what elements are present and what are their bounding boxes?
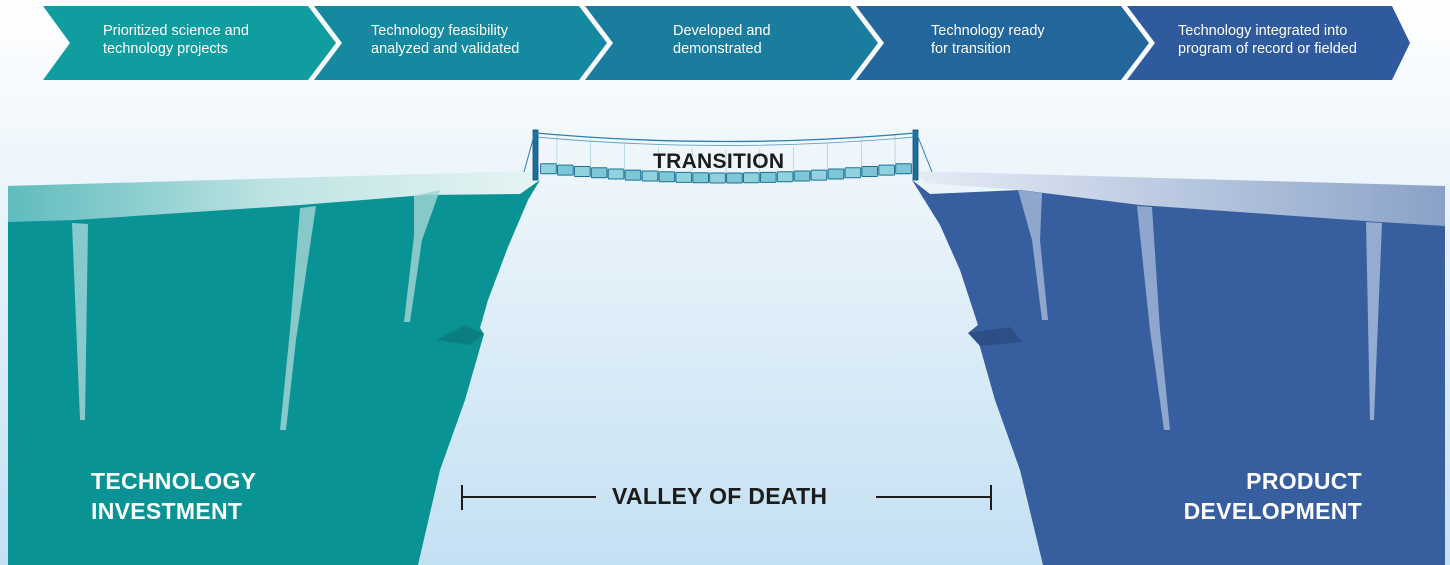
left-cliff-face (8, 180, 540, 565)
bridge-plank (557, 164, 574, 176)
right-cliff-crack (1018, 190, 1048, 320)
left-cliff (8, 171, 540, 565)
right-cliff-ledge (968, 327, 1022, 346)
bridge-planks (540, 135, 912, 184)
process-steps (43, 6, 1410, 80)
bridge-plank (540, 163, 557, 175)
left-cliff-ledge (436, 325, 484, 345)
bridge-label: TRANSITION (653, 150, 785, 173)
bridge-plank (624, 169, 642, 181)
bridge-plank (726, 172, 743, 184)
left-cliff-top-face (8, 171, 540, 226)
bridge-plank (658, 171, 676, 183)
bridge-plank (743, 172, 760, 184)
right-cliff (912, 171, 1445, 565)
step-4-chevron (856, 6, 1149, 80)
right-cliff-top-face (915, 171, 1445, 228)
bridge-plank (776, 171, 794, 183)
left-cliff-crack (72, 223, 88, 420)
bridge-plank (810, 169, 828, 181)
bridge-top-rope (535, 136, 916, 146)
bridge-plank (759, 171, 777, 183)
left-cliff-crack (404, 190, 440, 322)
valley-span-marker (461, 485, 992, 510)
step-5-chevron (1127, 6, 1410, 80)
bridge-right-post (912, 129, 919, 181)
rope-bridge (523, 129, 933, 184)
valley-of-death-label: VALLEY OF DEATH (612, 483, 828, 509)
bridge-plank (692, 172, 709, 184)
bridge-left-anchor (523, 131, 536, 173)
left-cliff-crack (280, 206, 316, 430)
bridge-plank (844, 167, 862, 179)
bridge-plank (793, 170, 811, 182)
bridge-plank (590, 167, 608, 179)
bridge-plank (895, 163, 912, 175)
step-2-chevron (314, 6, 607, 80)
bridge-plank (861, 166, 879, 177)
bridge-plank (641, 170, 659, 182)
right-cliff-crack (1366, 222, 1382, 420)
bridge-plank (709, 172, 726, 184)
bridge-plank (607, 168, 625, 180)
bridge-left-post (532, 129, 539, 181)
bridge-top-rope (535, 132, 916, 143)
step-1-chevron (43, 6, 336, 80)
right-cliff-crack (1137, 206, 1170, 430)
bridge-plank (878, 164, 895, 176)
bridge-plank (573, 166, 591, 177)
bridge-plank (827, 168, 845, 180)
bridge-plank (675, 171, 693, 183)
bridge-right-anchor (915, 131, 933, 173)
right-cliff-face (912, 180, 1445, 565)
step-3-chevron (585, 6, 878, 80)
